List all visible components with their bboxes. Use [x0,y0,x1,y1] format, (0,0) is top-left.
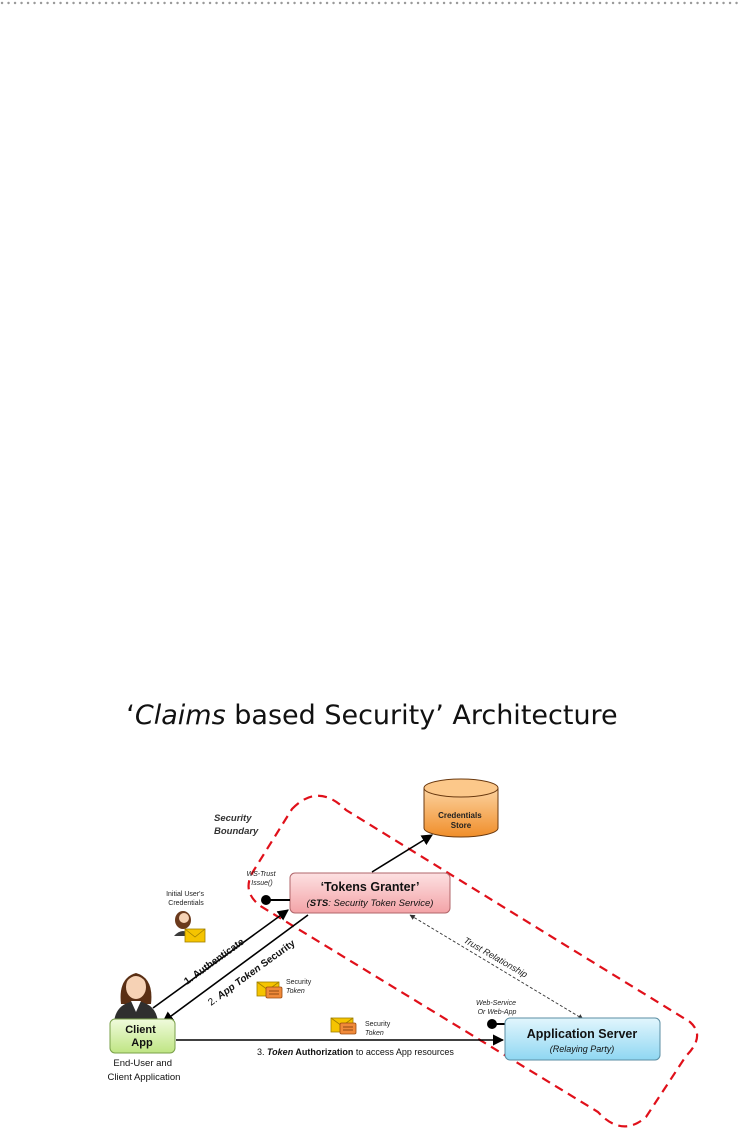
top-dotted-border [0,1,744,5]
app-token-label: 2. App Token Security [206,938,297,1009]
token-authorization-label: 3. Token Authorization to access App res… [257,1047,454,1057]
credentials-envelope-icon [184,928,206,943]
architecture-diagram: Security Boundary Credentials Store ‘Tok… [108,778,699,1128]
ws-trust-label: WS-Trust Issue() [247,871,278,887]
security-token-envelope-icon-b [330,1017,357,1035]
tokens-granter-title: ‘Tokens Granter’ [321,880,420,894]
ws-trust-endpoint: WS-Trust Issue() [247,871,290,905]
tokens-granter-box: ‘Tokens Granter’ (STS: Security Token Se… [289,872,451,914]
tokens-granter-subtitle: (STS: Security Token Service) [307,898,434,909]
security-token-label-a: Security Token [286,979,313,995]
application-server-subtitle: (Relaying Party) [550,1044,615,1054]
sts-to-store-arrow [371,834,433,873]
security-token-label-b: Security Token [365,1021,392,1037]
client-app-label: Client App [125,1024,159,1049]
page-title: ‘Claims based Security’ Architecture [126,700,618,731]
web-service-label: Web-Service Or Web-App [476,1000,518,1016]
credentials-store-label: Credentials Store [438,811,484,830]
security-boundary-outline [247,794,699,1128]
application-server-title: Application Server [527,1027,638,1041]
app-token-arrow [162,914,309,1023]
security-boundary-label: Security Boundary [214,813,259,837]
security-token-envelope-icon [256,981,283,999]
credentials-store: Credentials Store [423,778,499,838]
end-user-icon [114,973,158,1022]
end-user-caption: End-User and Client Application [108,1058,181,1083]
authenticate-arrow [152,909,289,1009]
title-emphasis: Claims [134,700,226,731]
application-server-box: Application Server (Relaying Party) [504,1017,661,1061]
initial-credentials-label: Initial User's Credentials [166,891,206,907]
client-app-box: Client App [109,1018,176,1054]
trust-relationship-label: Trust Relationship [462,935,529,980]
trust-relationship-arrow [409,914,584,1020]
